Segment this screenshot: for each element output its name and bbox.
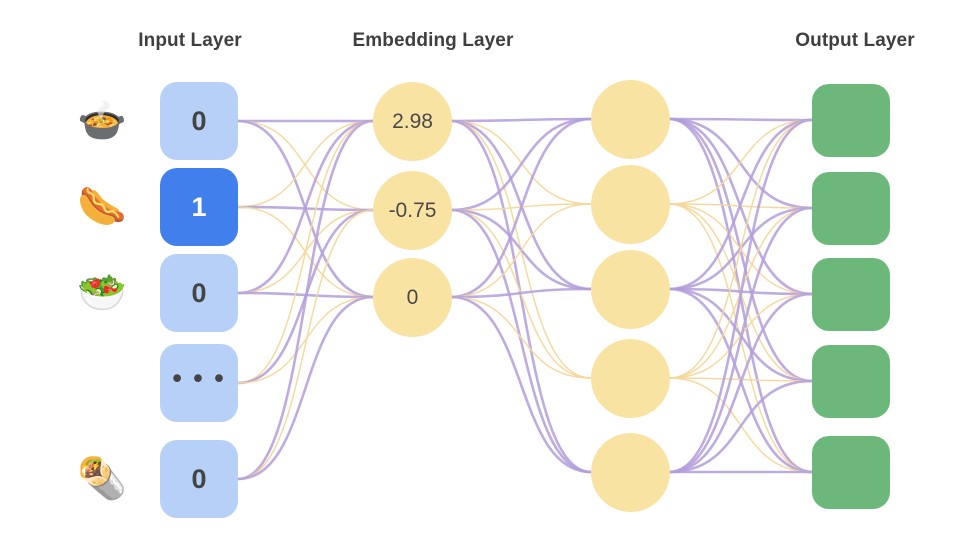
embedding-neuron-1[interactable]: 2.98 bbox=[373, 82, 452, 161]
embedding-neuron-3[interactable]: 0 bbox=[373, 258, 452, 337]
input-icon-soup-bowl: 🍲 bbox=[77, 99, 127, 143]
output-box-2[interactable] bbox=[812, 172, 890, 245]
output-box-3[interactable] bbox=[812, 258, 890, 331]
output-box-1[interactable] bbox=[812, 84, 890, 157]
output-box-4[interactable] bbox=[812, 345, 890, 418]
input-icon-hot-dog: 🌭 bbox=[77, 185, 127, 229]
hidden-neuron-4[interactable] bbox=[591, 339, 670, 418]
embedding-neuron-2[interactable]: -0.75 bbox=[373, 171, 452, 250]
hidden-neuron-3[interactable] bbox=[591, 250, 670, 329]
hidden-neuron-1[interactable] bbox=[591, 80, 670, 159]
hidden-neuron-5[interactable] bbox=[591, 433, 670, 512]
output-layer-title: Output Layer bbox=[795, 30, 915, 51]
hidden-neuron-2[interactable] bbox=[591, 165, 670, 244]
embedding-layer-title: Embedding Layer bbox=[352, 30, 514, 51]
input-icon-burrito: 🌯 bbox=[77, 457, 127, 501]
input-value-box-2[interactable]: 1 bbox=[160, 168, 238, 246]
output-box-5[interactable] bbox=[812, 436, 890, 509]
input-value-box-5[interactable]: 0 bbox=[160, 440, 238, 518]
input-value-box-1[interactable]: 0 bbox=[160, 82, 238, 160]
input-value-box-3[interactable]: 0 bbox=[160, 254, 238, 332]
input-value-box-ellipsis[interactable]: • • • bbox=[160, 344, 238, 422]
input-icon-green-salad: 🥗 bbox=[77, 271, 127, 315]
input-layer-title: Input Layer bbox=[138, 30, 242, 51]
